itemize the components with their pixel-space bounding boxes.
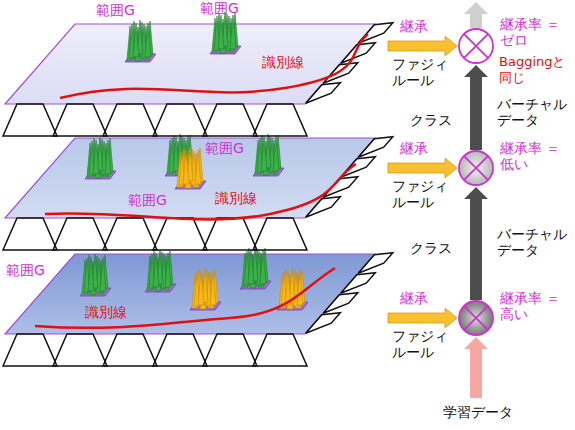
inherit-rate-label: 継承率 ＝低い [500, 140, 564, 172]
inherit-rate-label: 継承率 ＝ゼロ [500, 16, 564, 48]
feature-plane [5, 24, 375, 104]
inherit-rate-label: 継承率 ＝高い [500, 290, 564, 322]
feature-plane [5, 254, 375, 334]
training-data-arrow [464, 337, 488, 398]
data-spike [173, 137, 179, 171]
merge-symbol-cross [464, 306, 488, 330]
range-label: 範囲G [96, 2, 135, 18]
class-label: クラス [410, 240, 452, 256]
membership-function [103, 104, 157, 136]
membership-function [323, 177, 358, 197]
membership-function [153, 334, 207, 366]
class-label: クラス [410, 112, 452, 128]
data-spike [260, 250, 266, 284]
merge-symbol [459, 29, 493, 63]
fuzzy-rule-label: ファジィ ルール [392, 56, 452, 88]
decision-boundary [45, 164, 356, 219]
inherit-arrow [388, 36, 457, 56]
merge-symbol [459, 151, 493, 185]
bagging-note: Baggingと 同じ [499, 54, 571, 86]
data-spike [105, 140, 111, 174]
inherit-label: 継承 [400, 140, 428, 156]
membership-function [203, 104, 257, 136]
decision-boundary [35, 268, 335, 328]
membership-function [306, 83, 341, 103]
fuzzy-rule-label: ファジィ ルール [392, 328, 452, 360]
membership-function [323, 63, 358, 83]
membership-function [253, 104, 307, 136]
data-spike [198, 271, 204, 305]
data-spike [210, 271, 216, 305]
decision-boundary [60, 34, 368, 98]
virtual-data-label: バーチャル データ [497, 96, 569, 128]
data-spike [218, 15, 224, 49]
data-spike [153, 253, 159, 287]
virtual-data-arrow [464, 187, 488, 300]
data-spike [133, 23, 139, 57]
data-spike [248, 250, 254, 284]
membership-function [341, 157, 376, 177]
range-label: 範囲G [205, 140, 244, 156]
data-spike [261, 137, 267, 171]
membership-function [358, 253, 393, 273]
data-spike [88, 257, 94, 291]
data-spike [145, 23, 151, 57]
data-spike [297, 271, 303, 305]
range-label: 範囲G [128, 192, 167, 208]
membership-function [103, 334, 157, 366]
range-label: 範囲G [200, 0, 239, 16]
membership-function [153, 218, 207, 250]
data-spike [165, 253, 171, 287]
boundary-label: 識別線 [262, 54, 304, 70]
range-label: 範囲G [6, 262, 45, 278]
merge-symbol-cross [464, 156, 488, 180]
membership-function [253, 334, 307, 366]
data-spike [100, 257, 106, 291]
merge-symbol-cross [464, 156, 488, 180]
membership-function [341, 273, 376, 293]
membership-function [253, 218, 307, 250]
virtual-data-label: バーチャル データ [497, 226, 569, 258]
data-spike [230, 15, 236, 49]
data-spike [273, 137, 279, 171]
membership-function [53, 218, 107, 250]
membership-function [203, 218, 257, 250]
data-spike [93, 140, 99, 174]
membership-function [306, 197, 341, 217]
merge-symbol-cross [464, 306, 488, 330]
membership-function [3, 334, 57, 366]
feature-plane [5, 138, 375, 218]
inherit-label: 継承 [400, 18, 428, 34]
inherit-arrow [388, 158, 457, 178]
output-arrow [464, 2, 488, 28]
membership-function [358, 137, 393, 157]
training-data-label: 学習データ [443, 404, 513, 420]
membership-function [103, 218, 157, 250]
membership-function [153, 104, 207, 136]
virtual-data-arrow [464, 65, 488, 150]
merge-symbol-cross [464, 34, 488, 58]
membership-function [323, 293, 358, 313]
fuzzy-rule-label: ファジィ ルール [392, 178, 452, 210]
membership-function [53, 334, 107, 366]
inherit-label: 継承 [400, 290, 428, 306]
membership-function [203, 334, 257, 366]
membership-function [3, 218, 57, 250]
membership-function [53, 104, 107, 136]
inherit-arrow [388, 308, 457, 328]
membership-function [3, 104, 57, 136]
membership-function [306, 313, 341, 333]
boundary-label: 識別線 [85, 304, 127, 320]
merge-symbol-cross [464, 34, 488, 58]
data-spike [183, 150, 189, 184]
boundary-label: 識別線 [215, 190, 257, 206]
data-spike [195, 150, 201, 184]
merge-symbol [459, 301, 493, 335]
